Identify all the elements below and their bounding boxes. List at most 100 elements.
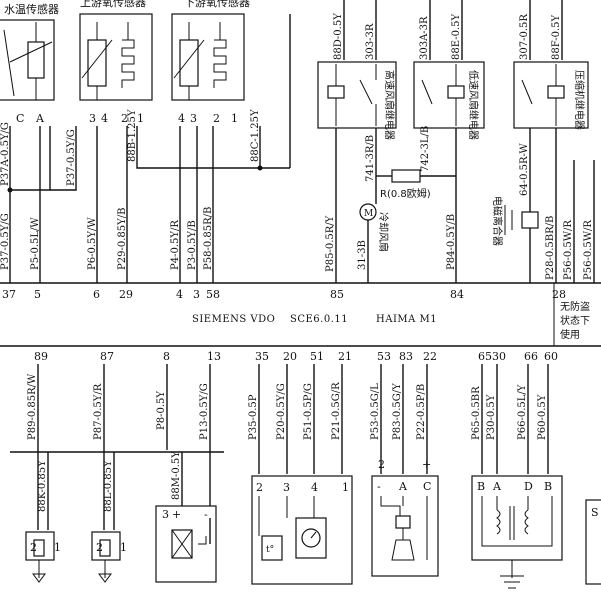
- ecu-pin: 6: [93, 288, 100, 301]
- ecu-pin: 65: [478, 350, 492, 363]
- pin: 2: [256, 481, 263, 494]
- ecu-pin: 37: [2, 288, 16, 301]
- upstream-o2-sensor-title: 上游氧传感器: [80, 0, 146, 9]
- ecu-pin: 84: [450, 288, 464, 301]
- antitheft-note: 状态下: [560, 314, 590, 327]
- ecu-pin: 22: [423, 350, 437, 363]
- injector-1: 2 1: [25, 531, 61, 583]
- svg-text:t°: t°: [266, 545, 274, 555]
- temp-element: [261, 535, 283, 561]
- pin-label-4: 4: [101, 112, 108, 125]
- wire-label: P60-0.5Y: [537, 394, 548, 440]
- partial-component-box: [585, 499, 601, 585]
- fan-circuit: P85-0.5R/Y 741-3R/B 742-3L/B R(0.8欧姆) M …: [325, 126, 457, 283]
- wire-label: P83-0.5G/Y: [392, 383, 403, 440]
- pin: 1: [120, 541, 127, 554]
- relay-coil-1: [327, 85, 345, 99]
- thermistor-arrow: [9, 41, 53, 63]
- pin: A: [492, 480, 502, 493]
- ecu-pin: 53: [377, 350, 391, 363]
- injector-2-nozzle: [98, 573, 112, 583]
- wire-label: P20-0.5Y/G: [276, 383, 287, 440]
- upstream-o2-sensor: 上游氧传感器 3 4 2 1: [79, 0, 153, 125]
- pin: 1: [342, 481, 349, 494]
- injector-feed: 88K-0.85Y 88L-0.85Y 88M-0.5Y: [10, 450, 224, 530]
- ecu-model: SCE6.0.11: [290, 314, 348, 325]
- pin: 3: [162, 508, 169, 521]
- pressure-temp-sensor: 2 3 4 1 t°: [251, 475, 353, 585]
- resistor-label: R(0.8欧姆): [380, 187, 431, 200]
- downstream-o2-sensor-title: 下游氧传感器: [184, 0, 250, 9]
- wire-label: P37-0.5Y/G: [0, 213, 11, 270]
- pin: B: [477, 480, 485, 493]
- ecu-pin: 28: [552, 288, 566, 301]
- wire-label: P87-0.5Y/R: [93, 383, 104, 440]
- ecu-pin: 89: [34, 350, 48, 363]
- ecu-pin: 66: [524, 350, 538, 363]
- ecu-pin: 87: [100, 350, 114, 363]
- ecu-vendor: SIEMENS VDO: [192, 314, 275, 325]
- wire-label: P58-0.85R/B: [203, 207, 214, 270]
- wire-label: 88F-0.5Y: [551, 15, 562, 60]
- wire-label: P30-0.5Y: [486, 394, 497, 440]
- ecu-pin: 83: [399, 350, 413, 363]
- knock-sensor: 2 + - A C: [371, 458, 439, 577]
- top-left-wires: [7, 14, 291, 283]
- svg-text:S: S: [591, 506, 599, 519]
- injector-2: 2 1: [91, 531, 127, 583]
- pin: 1: [54, 541, 61, 554]
- wire-label: P8-0.5Y: [156, 391, 167, 430]
- wire-label: P4-0.5Y/R: [170, 220, 181, 270]
- water-temp-sensor-title: 水温传感器: [4, 3, 59, 16]
- relay-coil-3: [547, 85, 565, 99]
- wire-label: 31-3B: [357, 240, 368, 270]
- wire-label: P56-0.5W/R: [563, 220, 574, 280]
- wire-label: P3-0.5Y/B: [187, 220, 198, 270]
- antitheft-note: 使用: [560, 328, 580, 341]
- wire-label: 88D-0.5Y: [333, 13, 344, 60]
- pin-label-3: 3: [89, 112, 96, 125]
- water-temp-sensor: 水温传感器 C A: [0, 3, 59, 125]
- low-speed-fan-relay-label: 低速风扇继电器: [467, 70, 480, 140]
- wire-label: 88E-0.5Y: [451, 14, 462, 60]
- wire-label: P66-0.5L/Y: [517, 384, 528, 440]
- pin: 4: [311, 481, 318, 494]
- wire-label: P6-0.5Y/W: [87, 217, 98, 270]
- pin-label-1b: 1: [231, 112, 238, 125]
- pin-label-2: 2: [121, 112, 128, 125]
- pin-label-c: C: [16, 112, 24, 125]
- wire-label: 741-3R/B: [365, 135, 376, 182]
- pin: -: [377, 480, 381, 493]
- ecu-bottom-connector: 89 87 8 13 35 20 51 21 53 83 22 65 30 66…: [0, 345, 601, 363]
- pin: 2: [30, 541, 37, 554]
- wire-label: P85-0.5R/Y: [325, 215, 336, 272]
- pin: B: [544, 480, 552, 493]
- wire-label: 88K-0.85Y: [37, 460, 48, 512]
- ecu-pin: 3: [193, 288, 200, 301]
- ecu-pin: 13: [207, 350, 221, 363]
- pin: C: [423, 480, 431, 493]
- wire-label: 88C-1.25Y: [250, 109, 261, 162]
- ecu-pin: 21: [338, 350, 352, 363]
- ignition-component: 3 + -: [155, 505, 217, 583]
- wire-label: 88M-0.5Y: [171, 451, 182, 500]
- ecu-pin: 4: [176, 288, 183, 301]
- relay-switch-1: [359, 79, 373, 105]
- pin-label-2b: 2: [213, 112, 220, 125]
- svg-text:M: M: [364, 209, 373, 219]
- compressor-relay-label: 压缩机继电器: [573, 70, 586, 130]
- relay-switch-3: [521, 79, 533, 105]
- wire-label: 303-3R: [365, 23, 376, 60]
- pin: 2: [378, 458, 385, 471]
- ecu-label: SIEMENS VDO SCE6.0.11 HAIMA M1 无防盗 状态下 使…: [192, 283, 590, 346]
- ecu-pin: 51: [310, 350, 324, 363]
- ground-icon: [500, 575, 524, 589]
- antitheft-note: 无防盗: [560, 300, 590, 313]
- wire-label: P28-0.5BR/B: [545, 216, 556, 280]
- crank-sensor: B A D B: [471, 475, 563, 589]
- pin-label-3b: 3: [190, 112, 197, 125]
- wire-label: P56-0.5W/R: [583, 220, 594, 280]
- wire-label: 88L-0.85Y: [103, 460, 114, 512]
- pin-label-1: 1: [137, 112, 144, 125]
- heater-element-2: [213, 39, 227, 88]
